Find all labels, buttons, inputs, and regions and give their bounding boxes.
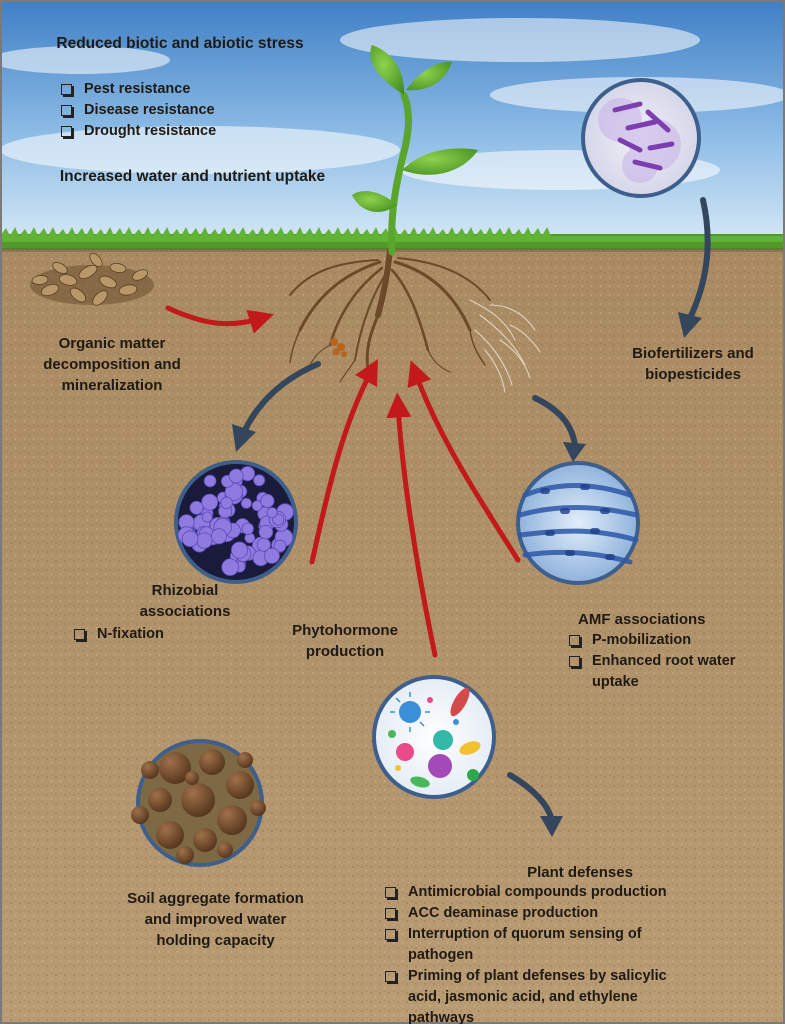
soil-aggregate-icon [131, 739, 266, 867]
checklist-item: Pest resistance [57, 79, 216, 100]
checklist-item: Priming of plant defenses by salicylic a… [381, 966, 701, 1024]
checklist-item: Antimicrobial compounds production [381, 882, 701, 903]
soil-aggregate-label: Soil aggregate formation and improved wa… [127, 890, 304, 949]
checklist-item: N-fixation [70, 624, 164, 645]
clouds [0, 18, 785, 190]
stress-title: Reduced biotic and abiotic stress [56, 35, 304, 52]
soil-texture [0, 240, 785, 1024]
plant-seedling-icon [352, 45, 478, 256]
bacteria-micrograph-icon [581, 78, 701, 198]
plant-roots [289, 247, 541, 393]
checklist-item: Enhanced root water uptake [565, 651, 745, 693]
biofertilizer-label: Biofertilizers and biopesticides [632, 345, 754, 383]
rhizobia-cluster-icon [174, 460, 298, 584]
rhizobial-list: N-fixation [70, 624, 164, 645]
amf-title: AMF associations [578, 611, 706, 628]
checklist-item: Interruption of quorum sensing of pathog… [381, 924, 701, 966]
organic-label: Organic matter decomposition and mineral… [43, 335, 181, 394]
root-nodules [330, 338, 347, 357]
checklist-item: ACC deaminase production [381, 903, 701, 924]
checklist-item: Disease resistance [57, 100, 216, 121]
defense-title: Plant defenses [527, 864, 633, 881]
phytohormone-label: Phytohormone production [292, 622, 398, 660]
checklist-item: P-mobilization [565, 630, 745, 651]
checklist-item: Drought resistance [57, 121, 216, 142]
seed-litter-icon [30, 252, 154, 306]
amf-hyphae-icon [516, 461, 640, 585]
rhizobial-title: Rhizobial associations [139, 582, 231, 620]
uptake-label: Increased water and nutrient uptake [59, 168, 326, 185]
microbe-community-icon [372, 675, 496, 799]
flow-arrows-red [165, 305, 521, 658]
flow-arrows-dark [232, 197, 711, 837]
